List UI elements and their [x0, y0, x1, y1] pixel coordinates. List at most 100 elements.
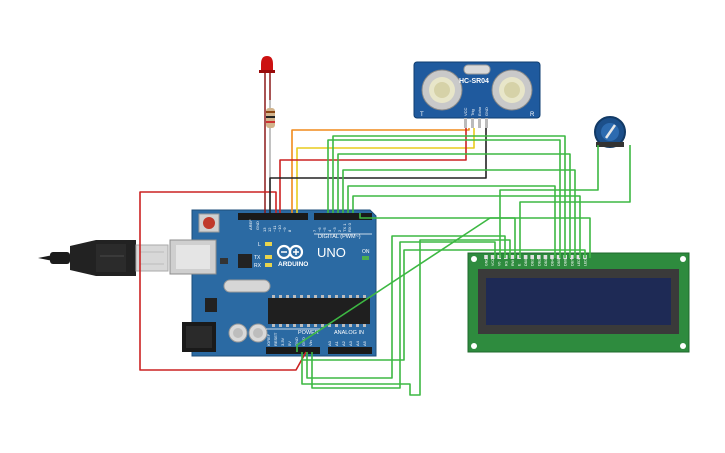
led-l-label: L — [258, 242, 261, 248]
pin-label: DB4 — [551, 259, 555, 266]
pin-label: RS — [504, 260, 508, 266]
wire-lcd-ledk — [302, 249, 586, 361]
pin-label: DB7 — [570, 259, 574, 266]
wires[interactable] — [139, 128, 631, 396]
sensor-name: HC-SR04 — [459, 78, 489, 85]
wire-pot-gnd — [499, 145, 599, 258]
arduino-brand-label: ARDUINO — [278, 261, 308, 268]
pin-label: 13 — [262, 227, 267, 232]
lcd-pin[interactable] — [576, 255, 581, 259]
pin-label: 8 — [287, 229, 292, 232]
power-header-label: POWER — [298, 330, 319, 336]
wire-trig-orange — [291, 128, 470, 213]
pin-label: 4 — [327, 229, 332, 232]
pin-label: DB0 — [524, 259, 528, 266]
pin-label: LED — [584, 259, 588, 266]
wire-lcd-d4 — [342, 169, 576, 258]
lcd-pin[interactable] — [510, 255, 515, 259]
lcd-pin[interactable] — [530, 255, 534, 259]
pin-label: DB3 — [544, 259, 548, 266]
pin-label: ~3 — [332, 227, 337, 232]
potentiometer[interactable] — [594, 116, 626, 148]
pin-label: RX 0 — [347, 222, 352, 232]
pin-label: 5V — [287, 341, 292, 346]
digital-header-1[interactable] — [238, 213, 308, 220]
pin-label: DB2 — [537, 259, 541, 266]
aref-pin-label: AREF — [248, 219, 253, 230]
pin-label: ~6 — [317, 227, 322, 232]
wire-5v-red — [139, 191, 307, 371]
pin-label: V0 — [498, 262, 502, 266]
wire-lcd-d6 — [332, 135, 566, 258]
reset-button[interactable] — [198, 213, 220, 233]
analog-header[interactable] — [328, 347, 372, 354]
pin-label: ~5 — [322, 227, 327, 232]
crystal — [223, 279, 271, 293]
led-rx-label: RX — [254, 263, 262, 269]
wire-lcd-d5 — [337, 153, 571, 258]
led-on-label: ON — [362, 249, 370, 255]
pin-label: ~11 — [272, 225, 277, 232]
wire-lcd-rw — [301, 239, 511, 396]
pin-label: LED — [577, 259, 581, 266]
lcd-pin[interactable] — [484, 255, 488, 259]
wire-lcd-d7 — [327, 139, 561, 258]
lcd-pin[interactable] — [556, 255, 561, 259]
pin-label: ~9 — [282, 227, 287, 232]
wire-pot-wiper — [519, 145, 631, 258]
arduino-uno-board[interactable]: L TX RX ON ARDUINO UNO DIGITAL (PWM~) PO… — [169, 209, 377, 357]
led-tx-label: TX — [254, 255, 261, 261]
gnd-pin-label: GND — [255, 221, 260, 230]
arduino-logo — [276, 244, 304, 260]
atmega-chip — [268, 298, 370, 324]
lcd-pin[interactable] — [550, 255, 554, 259]
wire-lcd-led — [296, 217, 591, 352]
pin-label: A5 — [362, 340, 367, 346]
lcd-pin[interactable] — [537, 255, 541, 259]
wire-lcd-e — [347, 185, 556, 258]
sensor-r-mark: R — [530, 112, 535, 118]
analog-header-label: ANALOG IN — [334, 330, 364, 336]
wire-sensor-vcc — [279, 128, 467, 213]
pin-label: DB6 — [564, 259, 568, 266]
pin-label: GND — [485, 258, 489, 266]
pin-label: GND — [484, 107, 489, 116]
red-led[interactable] — [259, 56, 275, 210]
lcd-pin[interactable] — [517, 255, 521, 259]
wire-lcd-rs — [352, 195, 581, 258]
pin-label: A3 — [348, 340, 353, 346]
lcd-pin[interactable] — [523, 255, 528, 259]
pin-label: RESET — [273, 332, 278, 346]
pin-label: IOREF — [266, 333, 271, 346]
wire-echo-yellow — [296, 128, 475, 213]
pin-label: GND — [294, 337, 299, 346]
pin-label: ~10 — [277, 224, 282, 232]
pin-label: DB1 — [531, 259, 535, 266]
lcd-screen — [486, 278, 671, 325]
lcd-pin[interactable] — [490, 255, 495, 259]
pin-label: VCC — [463, 107, 468, 116]
digital-header-label: DIGITAL (PWM~) — [318, 234, 361, 240]
usb-cable[interactable] — [38, 240, 169, 276]
pin-label: 7 — [312, 229, 317, 232]
lcd-pin[interactable] — [543, 255, 548, 259]
pin-label: RW — [511, 259, 515, 266]
pin-label: A0 — [327, 340, 332, 346]
digital-header-2[interactable] — [314, 213, 372, 220]
wire-lcd-gnd — [311, 241, 496, 389]
power-header[interactable] — [266, 347, 320, 354]
pin-label: Trig — [470, 109, 475, 116]
pin-label: 3.3V — [280, 337, 285, 346]
wire-sensor-gnd — [269, 128, 487, 213]
arduino-model-label: UNO — [317, 245, 346, 260]
pin-label: A4 — [355, 340, 360, 346]
lcd-pin[interactable] — [570, 255, 574, 259]
pin-label: A1 — [334, 340, 339, 346]
pin-label: 12 — [267, 227, 272, 232]
pin-label: VCC — [491, 258, 495, 266]
